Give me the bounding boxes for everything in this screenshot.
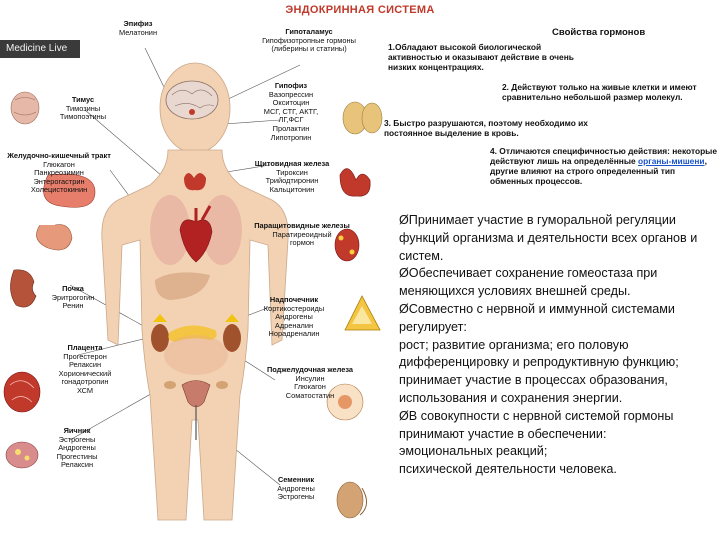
function-item: психической деятельности человека. [399,462,617,477]
gland-label-pancreas: Поджелудочная железа Инсулин Глюкагон Со… [266,365,354,400]
gland-label-thyroid: Щитовидная железа Тироксин Трийодтиронин… [254,159,330,194]
property-2: 2. Действуют только на живые клетки и им… [502,82,697,102]
kidneys-icon [151,314,241,352]
properties-title: Свойства гормонов [552,27,646,38]
lungs-icon [150,195,242,265]
function-item: ØВ совокупности с нервной системой гормо… [399,408,674,441]
functions-text: ØПринимает участие в гуморальной регуляц… [399,212,715,479]
gland-label-placenta: Плацента Прогестерон Релаксин Хорионичес… [58,343,112,395]
ovary-illustration-icon [5,441,39,469]
function-item: рост; развитие организма; его половую ди… [399,337,679,405]
property-1: 1.Обладают высокой биологической активно… [388,42,574,72]
function-item: ØПринимает участие в гуморальной регуляц… [399,213,698,263]
gland-label-parathyroid: Паращитовидные железы Паратиреоидный гор… [254,221,350,248]
target-organs-link[interactable]: органы-мишени [637,156,705,166]
testis-illustration-icon [336,481,367,519]
gland-label-kidney: Почка Эритрогогин Ренин [51,284,95,311]
kidney-illustration-icon [10,269,37,308]
pancreas-icon [168,325,217,342]
property-3: 3. Быстро разрушаются, поэтому необходим… [384,118,588,138]
brand-logo: Medicine Live [0,40,80,58]
pituitary-illustration-icon [342,101,383,135]
gi-tract-illustration-icon [36,173,96,251]
adrenal-illustration-icon [344,295,381,331]
parathyroid-illustration-icon [334,228,360,262]
gland-label-gi-tract: Желудочно-кишечный тракт Глюкагон Панкре… [7,151,111,195]
intestine-icon [164,335,228,375]
liver-icon [155,272,210,300]
function-item: эмоциональных реакций; [399,444,548,459]
thyroid-illustration-icon [339,168,371,197]
thyroid-icon [184,173,206,191]
gland-label-hypophysis: Гипофиз Вазопрессин Окситоцин МСГ, СТГ, … [263,81,319,142]
gland-label-thymus: Тимус Тимозины Тимопоэтины [59,95,107,122]
brain-icon [165,80,219,120]
function-item: ØСовместно с нервной и иммунной системам… [399,301,675,334]
page-title: ЭНДОКРИННАЯ СИСТЕМА [285,4,435,16]
gland-label-adrenal: Надпочечник Кортикостероиды Андрогены Ад… [263,295,325,339]
property-4: 4. Отличаются специфичностью действия: н… [490,146,717,186]
gland-label-ovary: Яичник Эстрогены Андрогены Прогестины Ре… [56,426,98,470]
gland-label-testis: Семенник Андрогены Эстрогены [277,475,315,502]
reproductive-icon [164,380,228,440]
heart-icon [179,205,213,263]
gland-label-epiphysis: Эпифиз Мелатонин [118,19,158,37]
placenta-illustration-icon [3,371,41,413]
pancreas-illustration-icon [326,383,364,421]
function-item: ØОбеспечивает сохранение гомеостаза при … [399,266,658,299]
thymus-illustration-icon [10,91,40,125]
gland-label-hypothalamus: Гипоталамус Гипофизотропные гормоны (либ… [262,27,356,54]
